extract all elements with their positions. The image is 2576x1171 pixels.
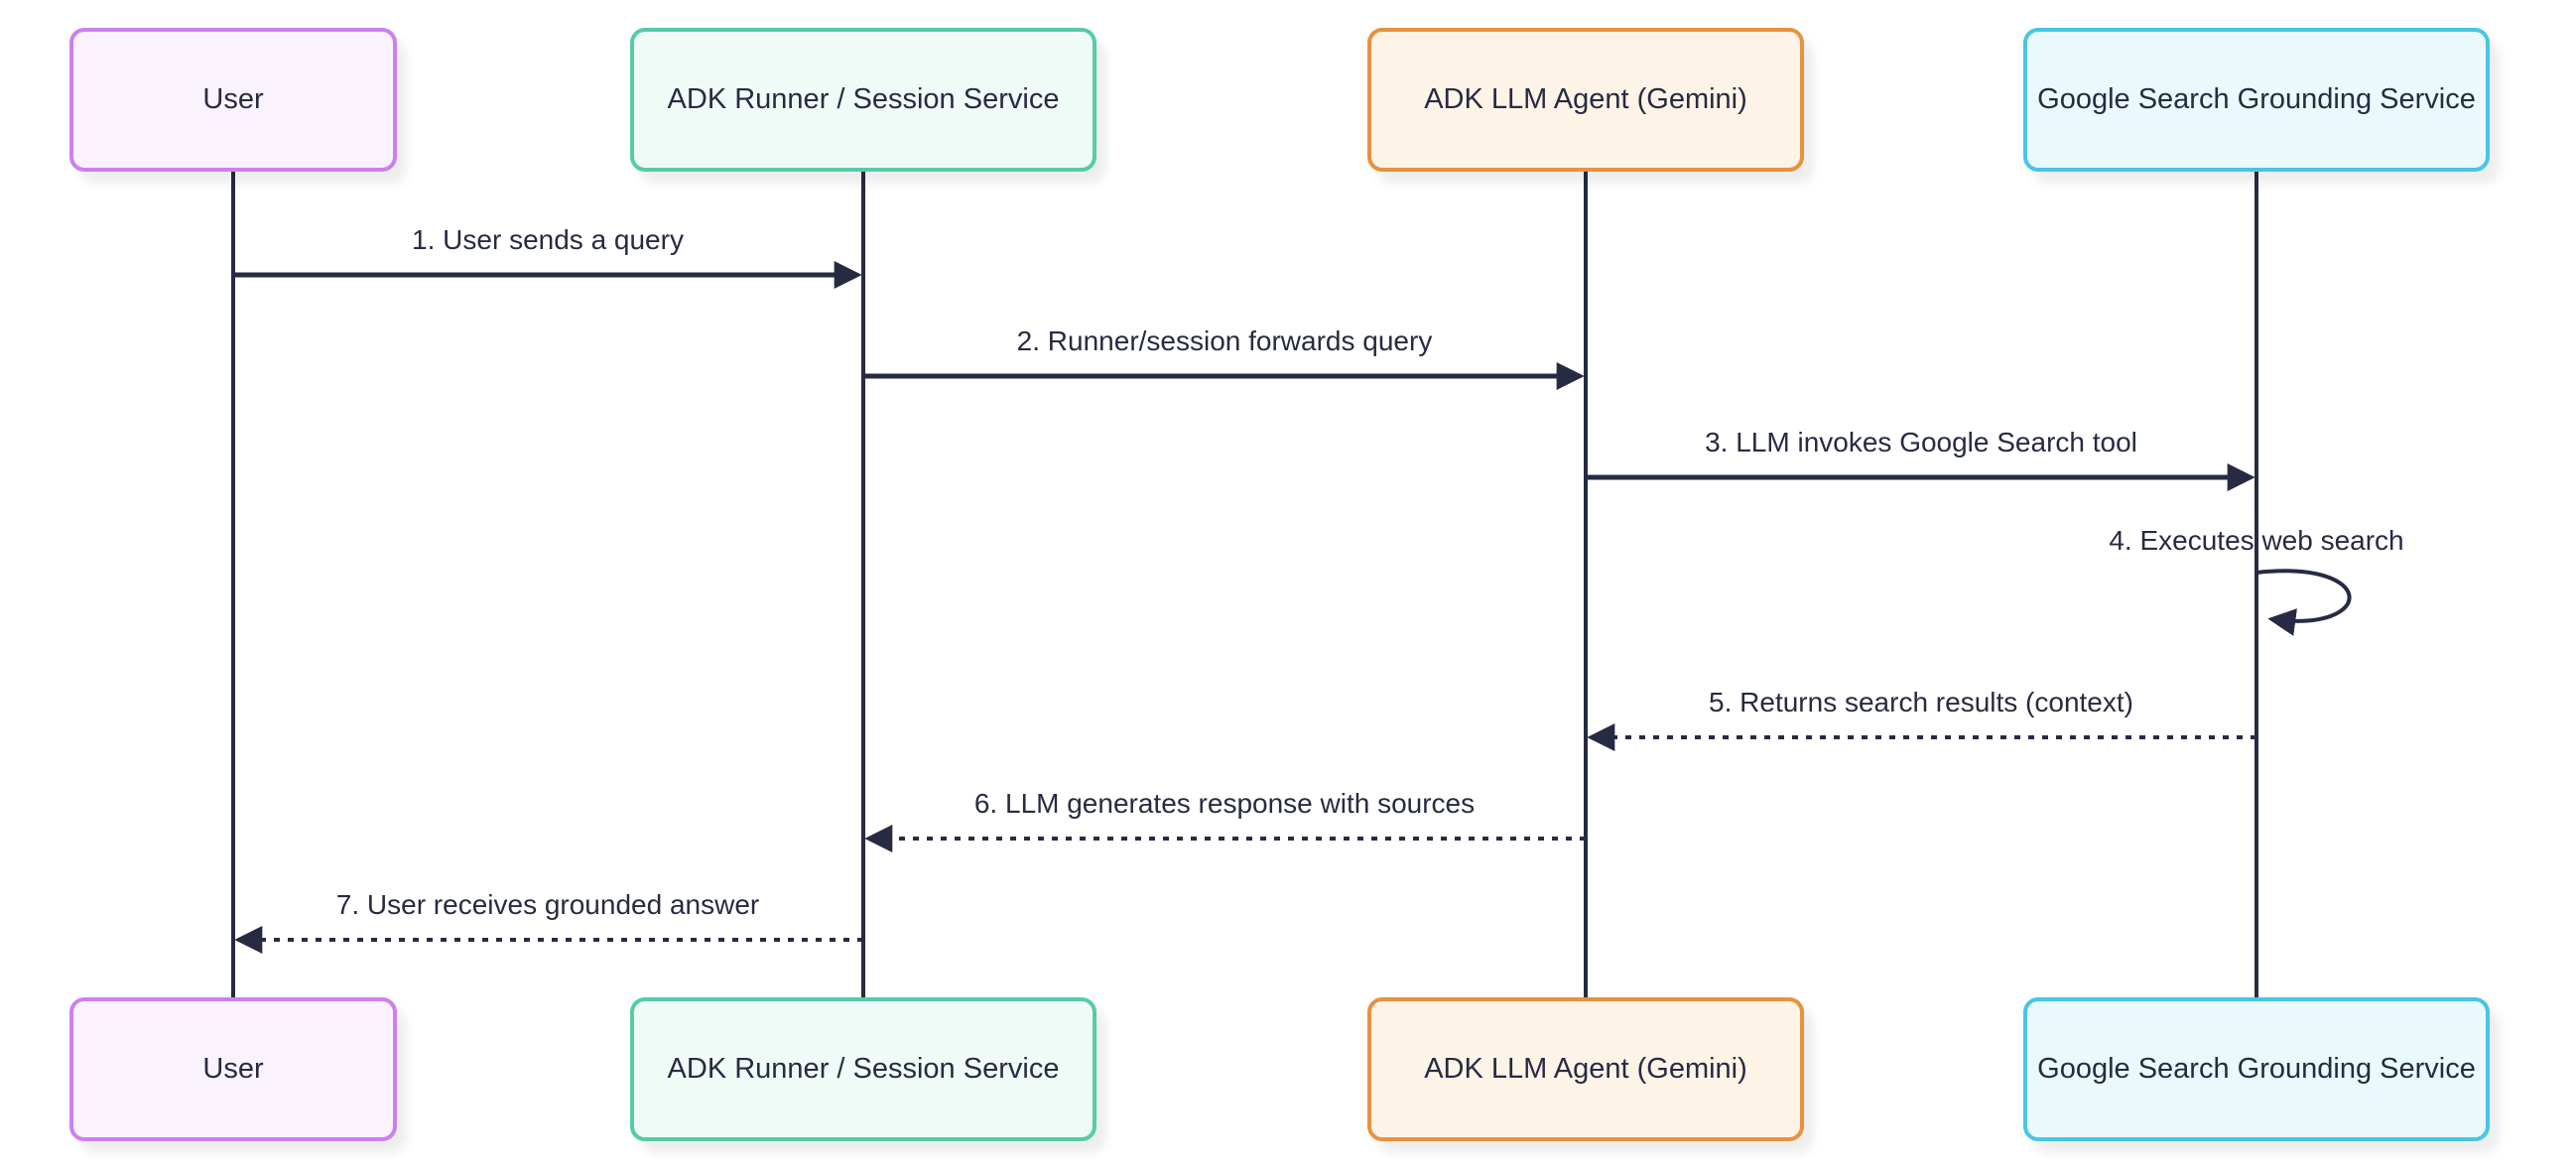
arrow-msg-4-self-loop: [2255, 569, 2352, 636]
actor-label: Google Search Grounding Service: [2037, 83, 2476, 116]
message-label-4: 4. Executes web search: [2109, 525, 2404, 556]
message-label-5: 5. Returns search results (context): [1709, 687, 2133, 717]
actor-box-user-top: User: [69, 28, 397, 172]
actor-box-runner-top: ADK Runner / Session Service: [630, 28, 1096, 172]
actor-label: ADK LLM Agent (Gemini): [1424, 1053, 1747, 1086]
message-label-6: 6. LLM generates response with sources: [973, 788, 1476, 819]
message-label-1: 1. User sends a query: [412, 224, 684, 255]
actor-box-agent-top: ADK LLM Agent (Gemini): [1367, 28, 1804, 172]
actor-label: ADK LLM Agent (Gemini): [1424, 83, 1747, 116]
actor-label: User: [202, 1053, 264, 1086]
message-label-3: 3. LLM invokes Google Search tool: [1705, 427, 2137, 457]
actor-label: ADK Runner / Session Service: [667, 83, 1060, 116]
actor-box-google-top: Google Search Grounding Service: [2023, 28, 2490, 172]
message-label-2: 2. Runner/session forwards query: [1016, 325, 1433, 356]
actor-box-runner-bottom: ADK Runner / Session Service: [630, 997, 1096, 1141]
actor-label: Google Search Grounding Service: [2037, 1053, 2476, 1086]
message-label-7: 7. User receives grounded answer: [335, 889, 760, 920]
actor-label: ADK Runner / Session Service: [667, 1053, 1060, 1086]
actor-label: User: [202, 83, 264, 116]
actor-box-google-bottom: Google Search Grounding Service: [2023, 997, 2490, 1141]
actor-box-user-bottom: User: [69, 997, 397, 1141]
actor-box-agent-bottom: ADK LLM Agent (Gemini): [1367, 997, 1804, 1141]
